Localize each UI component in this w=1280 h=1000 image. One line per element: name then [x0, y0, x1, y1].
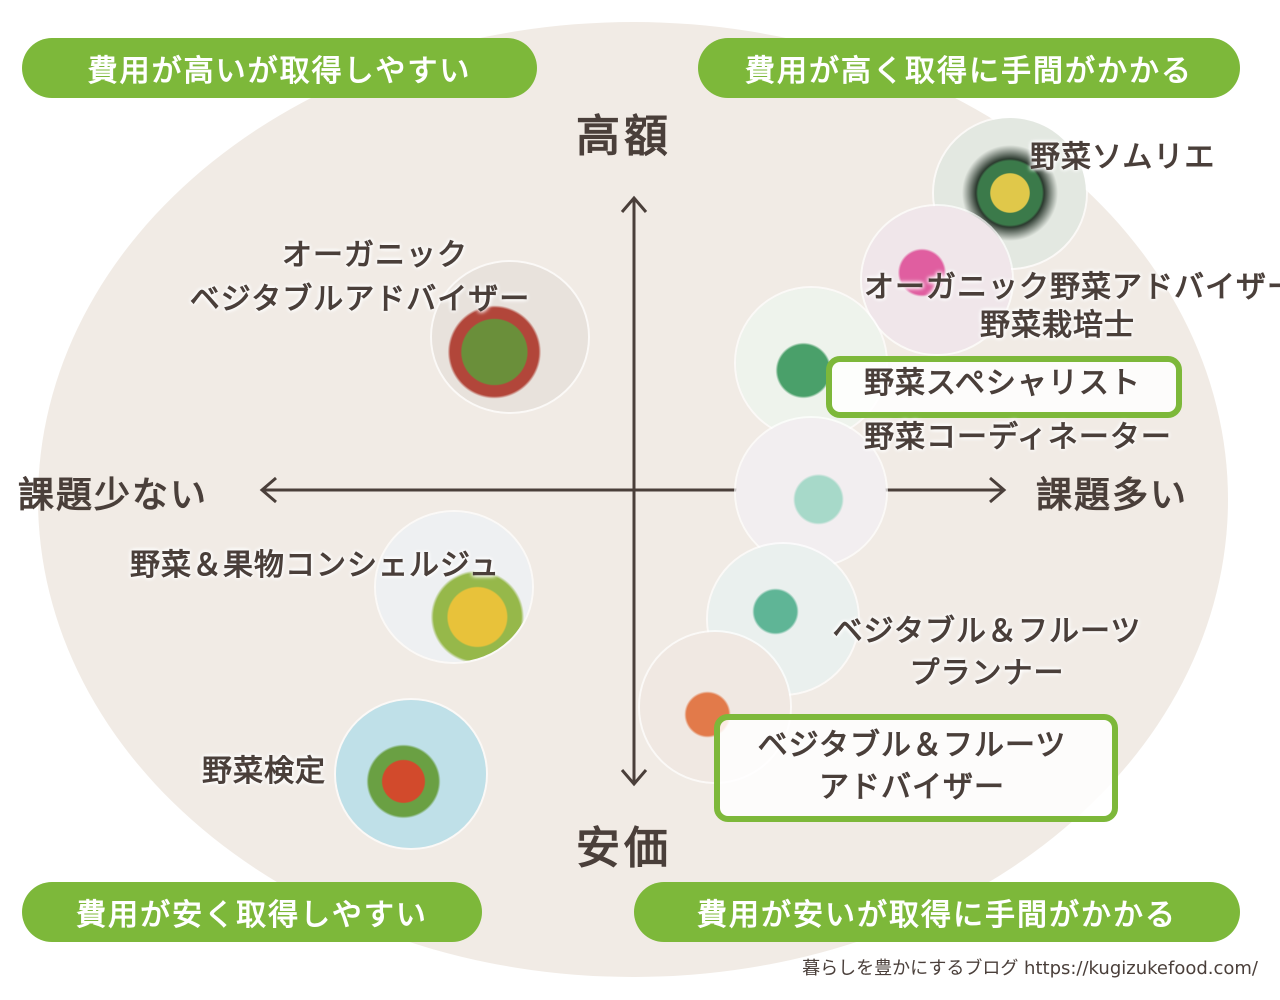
thumb-coordinator — [736, 418, 886, 566]
label-advisor-l1: ベジタブル＆フルーツ — [757, 728, 1067, 763]
thumb-organic-vegetable-advisor — [432, 262, 588, 412]
arrow-right — [989, 476, 1007, 504]
label-planner-l2: プランナー — [909, 656, 1065, 691]
label-advisor-l2: アドバイザー — [819, 770, 1005, 805]
axis-bottom-label: 安価 — [576, 823, 672, 874]
axis-left-label: 課題少ない — [18, 475, 209, 516]
label-organic-l1: オーガニック — [282, 238, 468, 273]
highlight-specialist — [826, 356, 1182, 418]
credit-text: 暮らしを豊かにするブログ https://kugizukefood.com/ — [802, 958, 1258, 979]
axis-right-label: 課題多い — [1036, 475, 1189, 516]
label-specialist: 野菜スペシャリスト — [864, 366, 1141, 401]
thumb-organic-adviser — [862, 206, 1012, 354]
quadrant-top-left: 費用が高いが取得しやすい — [22, 38, 537, 98]
label-vegetable-sommelier: 野菜ソムリエ — [1030, 140, 1216, 175]
quadrant-bottom-left: 費用が安く取得しやすい — [22, 882, 482, 942]
quadrant-top-right: 費用が高く取得に手間がかかる — [698, 38, 1240, 98]
quadrant-bottom-right: 費用が安いが取得に手間がかかる — [634, 882, 1240, 942]
axis-top-label: 高額 — [576, 111, 672, 162]
thumb-vegetable-test — [336, 700, 486, 848]
highlight-advisor — [714, 714, 1118, 822]
label-planner-l1: ベジタブル＆フルーツ — [832, 614, 1142, 649]
label-fruit-concierge: 野菜＆果物コンシェルジュ — [130, 548, 500, 583]
arrow-down — [620, 769, 648, 787]
arrow-up — [620, 195, 648, 213]
arrow-left — [259, 476, 277, 504]
label-cultivation: 野菜栽培士 — [980, 308, 1135, 343]
label-coordinator: 野菜コーディネーター — [864, 420, 1172, 455]
label-vegetable-test: 野菜検定 — [202, 754, 326, 789]
label-organic-adviser: オーガニック野菜アドバイザー — [864, 270, 1280, 305]
label-organic-l2: ベジタブルアドバイザー — [189, 282, 531, 317]
thumb-fruit-concierge — [376, 512, 532, 662]
